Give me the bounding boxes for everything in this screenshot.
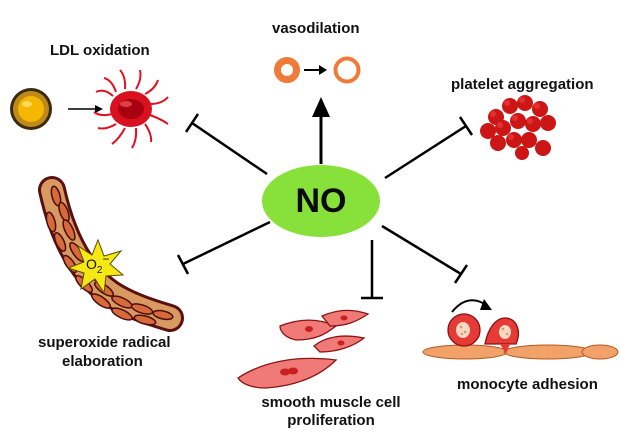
superoxide-star-icon bbox=[66, 238, 125, 295]
inhibit-ldl-oxidation bbox=[184, 113, 268, 176]
no-label: NO bbox=[295, 181, 347, 220]
superoxide-superscript: − bbox=[102, 252, 110, 266]
platelet-cluster-icon bbox=[480, 95, 556, 160]
platelet-aggregation-label: platelet aggregation bbox=[451, 76, 594, 93]
ldl-particle-icon bbox=[10, 88, 52, 130]
vessel-dilated-icon bbox=[333, 56, 361, 84]
vasodilation-label: vasodilation bbox=[272, 20, 360, 37]
superoxide-radical-label: superoxide radical bbox=[38, 334, 171, 351]
inhibit-superoxide-elaboration bbox=[176, 220, 271, 275]
vasodilation-small-arrow bbox=[304, 65, 327, 75]
ldl-oxidation-label: LDL oxidation bbox=[50, 42, 150, 59]
monocyte-adhesion-label: monocyte adhesion bbox=[457, 376, 598, 393]
oxidized-ldl-icon bbox=[93, 69, 169, 149]
superoxide-subscript: 2 bbox=[96, 265, 103, 276]
inhibit-smooth-muscle-proliferation bbox=[361, 240, 383, 300]
vessel-wall-icon bbox=[38, 176, 184, 332]
vasodilation-arrow bbox=[312, 97, 330, 164]
ldl-arrow bbox=[68, 105, 103, 113]
smooth-muscle-label: smooth muscle cell bbox=[261, 394, 401, 411]
inhibit-monocyte-adhesion bbox=[381, 224, 469, 284]
elaboration-label: elaboration bbox=[62, 353, 143, 370]
no-ellipse bbox=[262, 165, 380, 237]
superoxide-symbol: O bbox=[86, 256, 97, 272]
smooth-muscle-cells-icon bbox=[237, 309, 370, 389]
vessel-constricted-icon bbox=[274, 57, 300, 83]
superoxide-formula: O2− bbox=[86, 252, 109, 276]
proliferation-label: proliferation bbox=[287, 412, 375, 429]
smooth-muscle-nuclei bbox=[280, 315, 348, 376]
inhibit-platelet-aggregation bbox=[384, 116, 474, 180]
monocyte-adhesion-icon bbox=[422, 299, 619, 360]
